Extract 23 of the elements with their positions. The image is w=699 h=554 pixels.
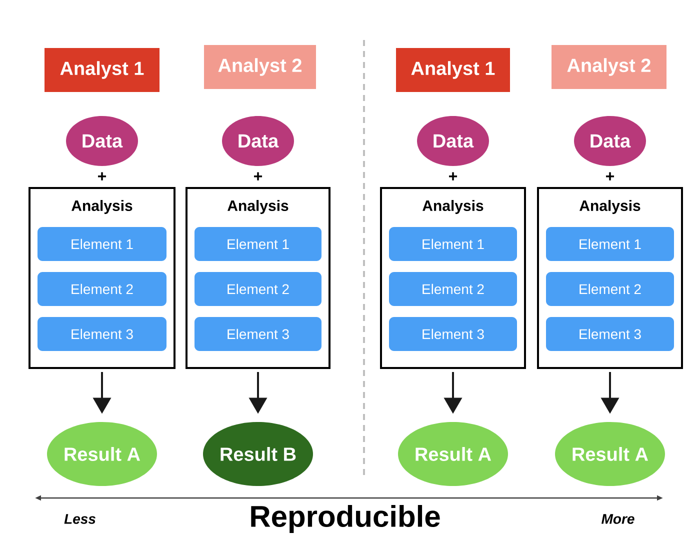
axis-title: Reproducible: [251, 505, 440, 533]
element-box: Element 1: [194, 227, 322, 261]
scale-label: Less: [64, 514, 96, 524]
element-box: Element 2: [389, 272, 517, 306]
scale-label: More: [602, 514, 634, 524]
element-box: Element 3: [389, 317, 517, 351]
analyst-box: Analyst 2: [552, 45, 666, 89]
element-box: Element 1: [38, 227, 166, 261]
plus-sign: +: [606, 172, 614, 180]
element-box: Element 3: [546, 317, 674, 351]
element-box: Element 1: [546, 227, 674, 261]
analyst-box: Analyst 1: [396, 48, 510, 92]
element-box: Element 3: [194, 317, 322, 351]
element-box: Element 2: [194, 272, 322, 306]
plus-sign: +: [449, 172, 458, 180]
analyst-box: Analyst 1: [44, 48, 160, 92]
element-box: Element 3: [38, 317, 166, 351]
element-box: Element 2: [38, 272, 166, 306]
plus-sign: +: [98, 172, 106, 180]
analyst-box: Analyst 2: [204, 45, 316, 89]
plus-sign: +: [254, 172, 262, 180]
element-box: Element 2: [546, 272, 674, 306]
element-box: Element 1: [389, 227, 517, 261]
